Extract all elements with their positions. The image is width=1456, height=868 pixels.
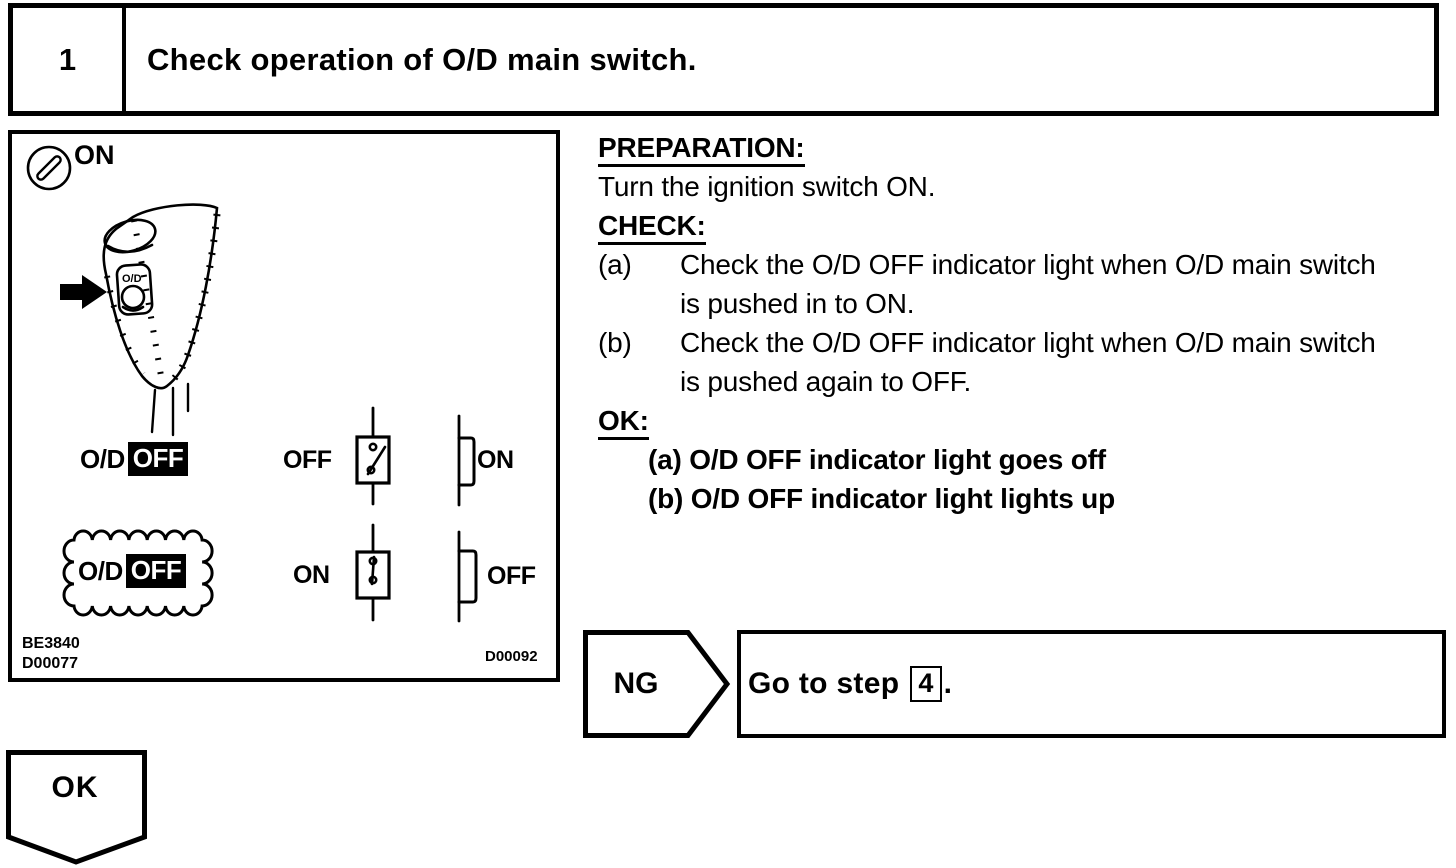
od-button-label: O/D (122, 273, 142, 285)
preparation-text: Turn the ignition switch ON. (598, 171, 936, 202)
ok-result-b: (b) O/D OFF indicator light lights up (648, 483, 1115, 514)
ok-connector-shape (6, 750, 147, 865)
check-item-a: (a) Check the O/D OFF indicator light wh… (598, 245, 1454, 323)
ok-connector-label: OK (51, 771, 99, 804)
ng-connector-arrow (583, 630, 731, 738)
check-item-label: (a) (598, 249, 632, 280)
od-button-panel: O/D (115, 263, 154, 316)
indicator-glow-burst (62, 529, 214, 617)
od-off-indicator-lit-prefix: O/D (78, 555, 123, 586)
button-on-symbol (457, 414, 476, 507)
od-off-indicator-lit: O/D OFF (78, 554, 187, 588)
check-item-text: Check the O/D OFF indicator light when O… (680, 327, 1376, 358)
check-item-b: (b) Check the O/D OFF indicator light wh… (598, 323, 1454, 401)
od-off-indicator-value: OFF (127, 442, 189, 476)
switch-closed-symbol (355, 523, 391, 622)
figure-box: O/D (8, 130, 560, 682)
ng-action-box: Go to step 4 . (737, 630, 1446, 738)
od-off-indicator: O/D OFF (80, 442, 189, 476)
figure-code: D00092 (485, 648, 538, 665)
od-off-indicator-lit-value: OFF (125, 554, 187, 588)
figure-codes: BE3840 D00077 (22, 634, 80, 674)
check-item-text: is pushed in to ON. (680, 288, 915, 319)
check-item-label: (b) (598, 327, 632, 358)
ng-action-text: Go to step (748, 667, 900, 700)
step-header: 1 Check operation of O/D main switch. (8, 3, 1439, 116)
check-item-text: Check the O/D OFF indicator light when O… (680, 249, 1376, 280)
ignition-on-label: ON (74, 140, 115, 170)
figure-code: D00077 (22, 655, 79, 672)
shift-lever-illustration: O/D (26, 145, 478, 623)
ignition-key-icon (26, 145, 72, 191)
check-heading: CHECK: (598, 210, 706, 245)
main-switch-state-label: OFF (283, 446, 332, 474)
pointer-arrow-icon (60, 275, 107, 309)
step-title: Check operation of O/D main switch. (147, 41, 697, 77)
button-off-symbol (457, 530, 478, 623)
check-item-text: is pushed again to OFF. (680, 366, 972, 397)
switch-open-symbol (355, 406, 391, 506)
figure-code: BE3840 (22, 635, 80, 652)
ok-heading: OK: (598, 405, 649, 440)
main-switch-state-label: ON (293, 561, 330, 589)
ok-result-a: (a) O/D OFF indicator light goes off (648, 444, 1106, 475)
indicator-state-label: OFF (487, 562, 536, 590)
preparation-heading: PREPARATION: (598, 132, 805, 167)
step-reference: 4 (910, 666, 942, 702)
ng-label: NG (613, 667, 659, 700)
step-number: 1 (13, 8, 126, 111)
indicator-state-label: ON (477, 446, 514, 474)
ng-action-suffix: . (943, 667, 953, 700)
od-off-indicator-prefix: O/D (80, 443, 125, 474)
instructions: PREPARATION: Turn the ignition switch ON… (598, 128, 1454, 518)
shift-lever-boot (102, 203, 221, 437)
